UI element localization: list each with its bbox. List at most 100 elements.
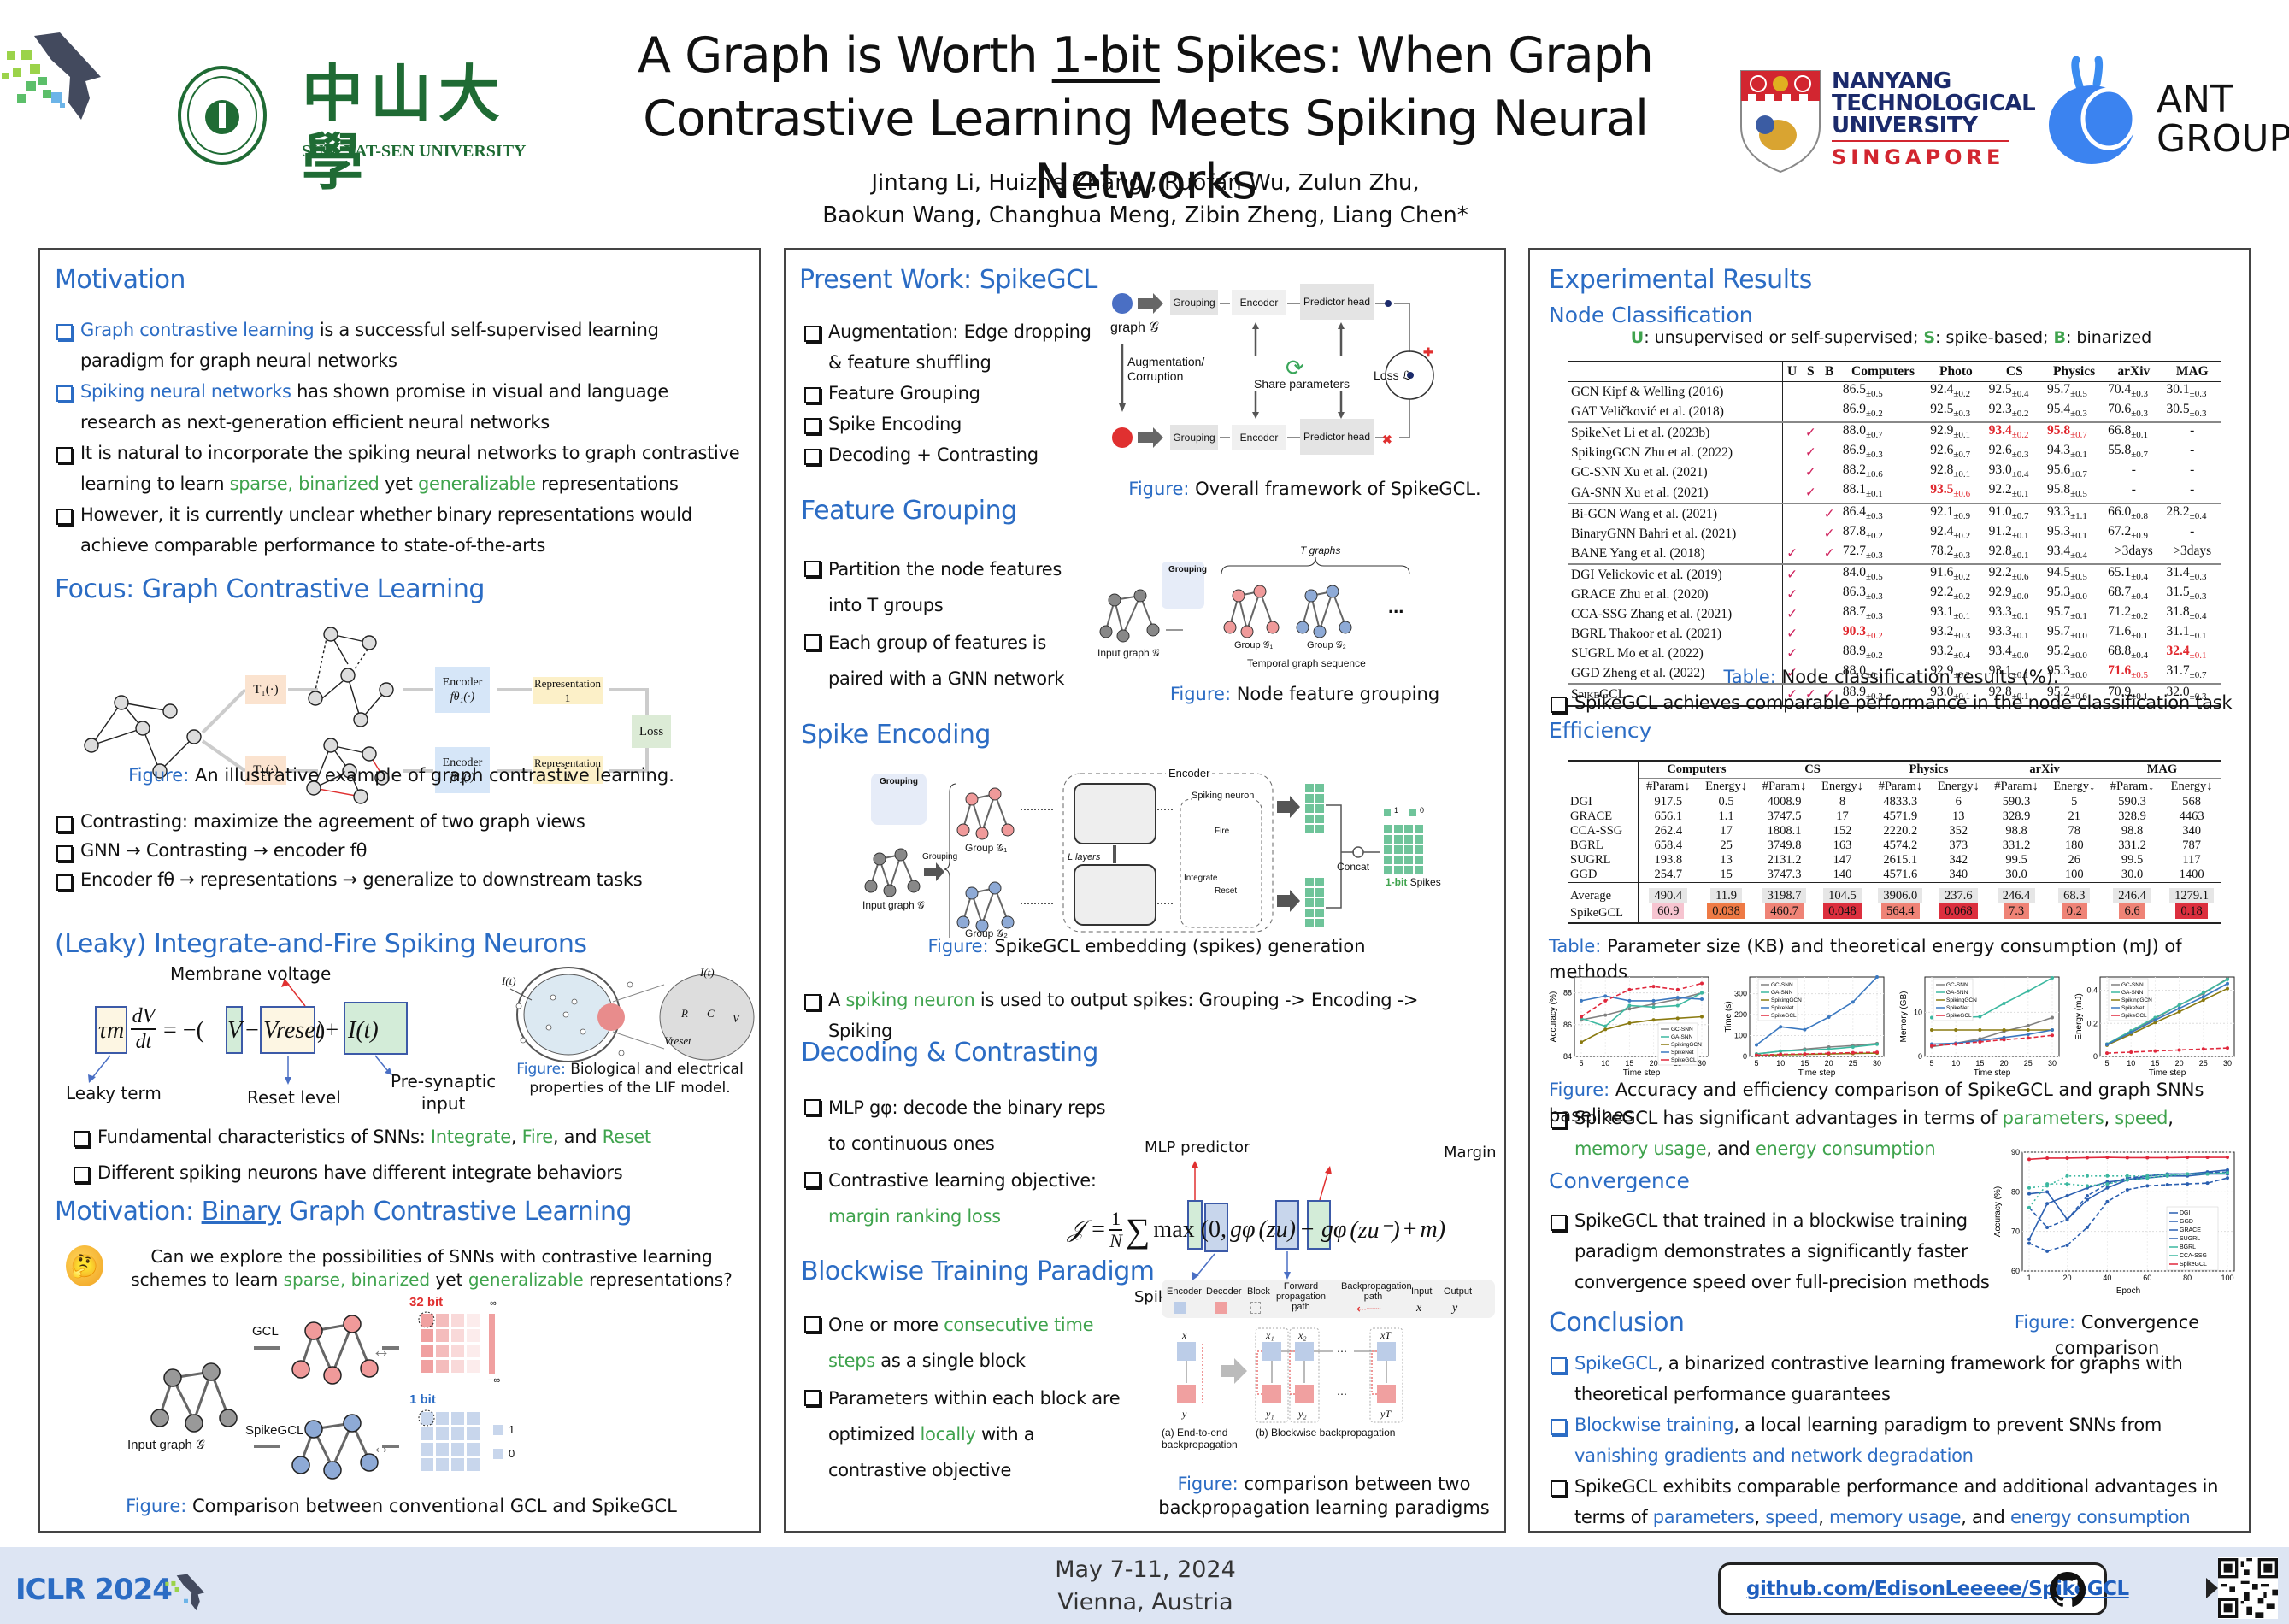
- svg-text:10: 10: [1951, 1059, 1960, 1068]
- result-cell: 93.1±0.1: [1988, 663, 2029, 681]
- qr-code[interactable]: [2218, 1557, 2278, 1619]
- lif-arrows: [88, 979, 392, 1085]
- svg-text:SUGRL: SUGRL: [2180, 1236, 2200, 1242]
- result-cell: 90.3±0.2: [1838, 624, 1927, 644]
- svg-text:BGRL: BGRL: [2180, 1244, 2196, 1250]
- present-item-1: Augmentation: Edge dropping & feature sh…: [803, 316, 1093, 378]
- result-cell: 72.7±0.3: [1838, 543, 1927, 564]
- svg-text:DGI: DGI: [2180, 1210, 2191, 1216]
- svg-text:GA-SNN: GA-SNN: [1771, 990, 1793, 996]
- label-input-graph: Input graph 𝒢: [127, 1438, 205, 1452]
- check-u: ✓: [1781, 683, 1802, 706]
- method-name: SpikeGCL: [1568, 683, 1783, 706]
- result-cell: 31.7±0.7: [2166, 663, 2207, 681]
- grouping-graphs: [1099, 556, 1410, 643]
- result-cell: 67.2±0.9: [2108, 523, 2149, 541]
- label-share-parameters: Share parameters: [1254, 377, 1350, 391]
- svg-text:10: 10: [2127, 1059, 2135, 1068]
- present-item-4: Decoding + Contrasting: [803, 439, 1093, 470]
- loss-box: Loss: [632, 715, 671, 748]
- conference-name: ICLR 2024: [15, 1573, 173, 1607]
- thinking-emoji-icon: 🤔: [66, 1245, 103, 1286]
- check-s: [1801, 604, 1820, 624]
- efficiency-line-charts: 84868851015202530GC-SNNGA-SNNSpikingGCNS…: [1547, 972, 2239, 1079]
- svg-text:20: 20: [2063, 1274, 2072, 1282]
- result-cell: 95.2±0.0: [2047, 644, 2087, 662]
- result-cell: 88.0±0.7: [1838, 421, 1927, 444]
- svg-text:0.4: 0.4: [2086, 986, 2098, 995]
- svg-text:SpikeGCL: SpikeGCL: [2121, 1013, 2147, 1019]
- check-s: ✓: [1804, 465, 1816, 480]
- svg-text:60: 60: [2143, 1274, 2151, 1282]
- svg-text:Time step: Time step: [1974, 1068, 2011, 1078]
- github-link[interactable]: github.com/EdisonLeeeee/SpikeGCL: [1746, 1578, 2129, 1600]
- result-cell: 70.9±0.1: [2104, 683, 2163, 706]
- result-cell: 94.5±0.5: [2044, 562, 2105, 585]
- check-b: [1820, 462, 1839, 482]
- blockwise-diagram: Encoder Decoder Block Forward propagatio…: [1162, 1280, 1495, 1459]
- result-cell: 70.6±0.3: [2108, 402, 2149, 420]
- line-chart-accuracy: 84868851015202530GC-SNNGA-SNNSpikingGCNS…: [1547, 972, 1714, 1079]
- label-graph: graph 𝒢: [1110, 321, 1159, 335]
- caption-spike-encoding: Figure: SpikeGCL embedding (spikes) gene…: [927, 936, 1366, 956]
- check-s: [1801, 402, 1820, 422]
- svg-text:30: 30: [2048, 1059, 2057, 1068]
- svg-text:5: 5: [1754, 1059, 1758, 1068]
- svg-text:GGD: GGD: [2180, 1219, 2193, 1225]
- result-cell: 88.9±0.2: [1838, 644, 1927, 664]
- svg-text:10: 10: [1914, 1008, 1922, 1016]
- check-s: [1801, 585, 1820, 604]
- caption-grouping: Figure: Node feature grouping: [1169, 684, 1440, 704]
- svg-text:100: 100: [1734, 1032, 1747, 1040]
- encoder-box-bottom: Encoder: [1232, 425, 1286, 450]
- github-octocat-icon[interactable]: [2050, 1572, 2086, 1608]
- result-cell: 92.9±0.2: [1930, 663, 1971, 681]
- result-cell: 93.3±1.1: [2044, 502, 2105, 524]
- result-cell: 31.4±0.3: [2162, 562, 2221, 585]
- svg-text:SpikingGCN: SpikingGCN: [2121, 997, 2152, 1003]
- result-cell: 95.8±0.5: [2047, 482, 2087, 500]
- svg-text:25: 25: [2199, 1059, 2208, 1068]
- blockwise-legend: Encoder Decoder Block Forward propagatio…: [1162, 1280, 1495, 1318]
- result-cell: 68.7±0.4: [2108, 584, 2149, 603]
- lif-item-2: Different spiking neurons have different…: [72, 1157, 747, 1188]
- ntu-singapore: SINGAPORE: [1832, 145, 2005, 169]
- caption-efficiency-figure: Figure: Accuracy and efficiency comparis…: [1549, 1080, 2204, 1126]
- result-cell: 32.4±0.1: [2166, 644, 2207, 662]
- svg-text:86: 86: [1563, 1021, 1572, 1029]
- caption-lif: Figure: Biological and electrical proper…: [516, 1061, 744, 1097]
- comparison-graphs: [150, 1311, 503, 1480]
- svg-text:GRACE: GRACE: [2180, 1227, 2201, 1233]
- check-b: [1820, 624, 1839, 644]
- method-name: BinaryGNN Bahri et al. (2021): [1571, 526, 1737, 541]
- result-cell: 95.7±0.0: [2047, 624, 2087, 642]
- svg-text:SpikeGCL: SpikeGCL: [2180, 1262, 2207, 1268]
- result-cell: 86.9±0.2: [1838, 402, 1927, 423]
- check-b: ✓: [1823, 545, 1835, 561]
- check-b: [1820, 443, 1839, 462]
- caption-convergence: Figure: Convergence comparison: [2014, 1312, 2200, 1358]
- result-cell: 30.5±0.3: [2166, 402, 2207, 420]
- svg-text:GC-SNN: GC-SNN: [1946, 982, 1968, 988]
- result-cell: 31.1±0.1: [2166, 624, 2207, 642]
- result-cell: 86.5±0.5: [1838, 381, 1927, 403]
- check-b: [1820, 482, 1839, 503]
- result-cell: 92.3±0.2: [1988, 402, 2029, 420]
- framework-diagram: ✖ ✚ ⟳ graph 𝒢 Grouping Encoder Predictor…: [1110, 279, 1499, 463]
- section-title-conclusion: Conclusion: [1549, 1308, 1685, 1338]
- svg-text:SpikingGCN: SpikingGCN: [1671, 1042, 1702, 1048]
- representation-2: Representation 2: [533, 756, 603, 784]
- motivation-item-3: It is natural to incorporate the spiking…: [55, 438, 747, 499]
- result-cell: 92.6±0.7: [1930, 443, 1971, 461]
- result-cell: 95.6±0.7: [2047, 462, 2087, 480]
- check-s: [1801, 624, 1820, 644]
- result-cell: 93.0±0.4: [1988, 462, 2029, 480]
- check-s: ✓: [1801, 683, 1821, 706]
- github-link-box[interactable]: github.com/EdisonLeeeee/SpikeGCL: [1718, 1562, 2129, 1615]
- svg-text:SpikeGCL: SpikeGCL: [1671, 1057, 1697, 1063]
- result-cell: 31.8±0.4: [2166, 604, 2207, 622]
- svg-text:5: 5: [2104, 1059, 2109, 1068]
